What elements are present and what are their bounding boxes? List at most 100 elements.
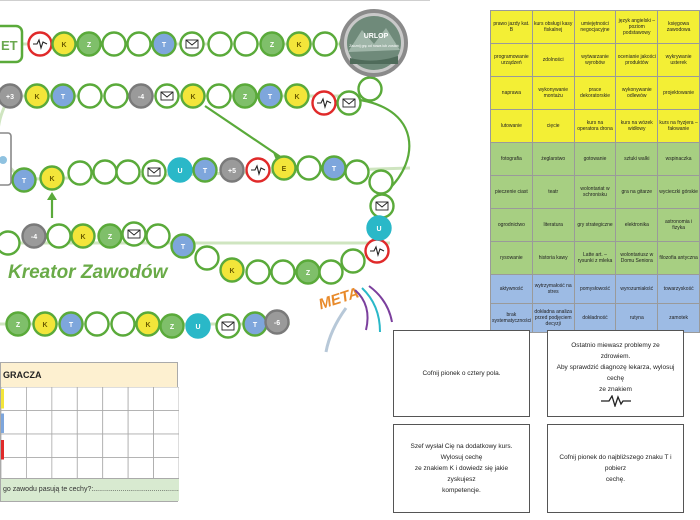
trait-card[interactable]: teatr: [531, 175, 575, 209]
field-circle: [284, 83, 310, 109]
board-field: [340, 248, 366, 274]
player-sheet-cell[interactable]: [76, 387, 104, 411]
trait-card[interactable]: księgowa zawodowa: [657, 10, 700, 44]
trait-card[interactable]: pomysłowość: [573, 274, 617, 304]
trait-card[interactable]: żeglarstwo: [531, 142, 575, 176]
trait-card[interactable]: gotowanie: [573, 142, 617, 176]
trait-card[interactable]: umiejętności negocjacyjne: [573, 10, 617, 44]
trait-card[interactable]: wytrzymałość na stres: [531, 274, 575, 304]
trait-card[interactable]: filozofia antyczna: [657, 241, 700, 275]
trait-card[interactable]: pieczenie ciast: [490, 175, 533, 209]
trait-card[interactable]: sztuki walki: [615, 142, 659, 176]
trait-card[interactable]: wykrywanie usterek: [657, 43, 700, 77]
board-field: [245, 157, 271, 183]
field-circle: [126, 31, 152, 57]
trait-card[interactable]: rysowanie: [490, 241, 533, 275]
trait-card[interactable]: kurs na operatora drona: [573, 109, 617, 143]
trait-card[interactable]: rutyna: [615, 303, 659, 333]
player-sheet-cell[interactable]: [26, 387, 53, 411]
trait-card[interactable]: kurs na wózek widłowy: [615, 109, 659, 143]
trait-card[interactable]: gra na gitarze: [615, 175, 659, 209]
field-circle: [318, 259, 344, 285]
player-sheet-cell[interactable]: [1, 387, 27, 411]
trait-card[interactable]: aktywność: [490, 274, 533, 304]
field-circle: [145, 223, 171, 249]
board-field: [27, 31, 53, 57]
player-sheet-cell[interactable]: [127, 433, 154, 458]
trait-card[interactable]: elektronika: [615, 208, 659, 242]
trait-card[interactable]: Latte art. – rysunki z mleka: [573, 241, 617, 275]
trait-card[interactable]: ogrodnictwo: [490, 208, 533, 242]
trait-card[interactable]: wycieczki górskie: [657, 175, 700, 209]
field-circle: [185, 313, 211, 339]
player-sheet-cell[interactable]: [51, 387, 78, 411]
event-card-text: Cofnij pionek o cztery pola.: [422, 369, 501, 377]
player-sheet-cell[interactable]: [102, 433, 129, 458]
trait-card[interactable]: prace dekoratorskie: [573, 76, 617, 110]
field-circle: [207, 31, 233, 57]
trait-card[interactable]: wspinaczka: [657, 142, 700, 176]
board-field: [145, 223, 171, 249]
trait-card[interactable]: lutowanie: [490, 109, 533, 143]
field-circle: [170, 233, 196, 259]
trait-card[interactable]: wolontariat w schronisku: [573, 175, 617, 209]
trait-card[interactable]: ocenianie jakości produktów: [615, 43, 659, 77]
player-sheet-cell[interactable]: [102, 387, 129, 411]
player-sheet-cell[interactable]: [1, 410, 27, 435]
player-sheet-cell[interactable]: [1, 433, 27, 458]
trait-card[interactable]: wolontariusz w Domu Seniora: [615, 241, 659, 275]
trait-card[interactable]: zdolności: [531, 43, 575, 77]
board-field: K: [135, 311, 161, 337]
trait-card[interactable]: kurs obsługi kasy fiskalnej: [531, 10, 575, 44]
trait-card[interactable]: wykonywanie odlewów: [615, 76, 659, 110]
trait-card[interactable]: wytwarzanie wyrobów: [573, 43, 617, 77]
player-sheet-cell[interactable]: [51, 433, 78, 458]
trait-card[interactable]: dokładność: [573, 303, 617, 333]
player-sheet-cell[interactable]: [76, 410, 104, 435]
field-circle: [21, 223, 47, 249]
trait-card[interactable]: prawo jazdy kat. B: [490, 10, 533, 44]
trait-card[interactable]: literatura: [531, 208, 575, 242]
board-field: K: [24, 83, 50, 109]
field-label: U: [177, 168, 182, 175]
player-sheet-cell[interactable]: [153, 387, 179, 411]
trait-card[interactable]: kurs na fryzjera – fałowanie: [657, 109, 700, 143]
player-sheet-cell[interactable]: [127, 410, 154, 435]
board-field: [312, 31, 338, 57]
player-sheet: GRACZA go zawodu pasują te cechy?:......…: [0, 362, 179, 502]
player-sheet-cell[interactable]: [153, 410, 179, 435]
player-sheet-cell[interactable]: [153, 433, 179, 458]
trait-card[interactable]: cięcie: [531, 109, 575, 143]
trait-card[interactable]: dokładna analiza przed podjęciem decyzji: [531, 303, 575, 333]
board-field: T: [257, 83, 283, 109]
board-field: [126, 31, 152, 57]
trait-card[interactable]: brak systematyczności: [490, 303, 533, 333]
field-circle: [233, 31, 259, 57]
trait-card[interactable]: historia kawy: [531, 241, 575, 275]
trait-card[interactable]: język angielski – poziom podstawowy: [615, 10, 659, 44]
trait-card[interactable]: wyrozumiałość: [615, 274, 659, 304]
trait-card[interactable]: gry strategiczne: [573, 208, 617, 242]
player-sheet-cell[interactable]: [76, 433, 104, 458]
trait-card[interactable]: naprawa: [490, 76, 533, 110]
trait-card[interactable]: towarzyskość: [657, 274, 700, 304]
player-sheet-cell[interactable]: [102, 410, 129, 435]
player-sheet-cell[interactable]: [127, 387, 154, 411]
trait-card[interactable]: projektowanie: [657, 76, 700, 110]
event-card-back-four: Cofnij pionek o cztery pola.: [393, 330, 530, 417]
trait-card[interactable]: wykonywanie montażu: [531, 76, 575, 110]
trait-card[interactable]: fotografia: [490, 142, 533, 176]
player-sheet-cell[interactable]: [51, 410, 78, 435]
player-sheet-cell[interactable]: [26, 410, 53, 435]
field-label: K: [80, 234, 85, 241]
photo-ground: [350, 56, 398, 64]
trait-card[interactable]: astronomia i fizyka: [657, 208, 700, 242]
board-field: K: [219, 257, 245, 283]
trait-card[interactable]: zamotek: [657, 303, 700, 333]
field-label: -4: [31, 234, 37, 241]
trait-card[interactable]: programowanie urządzeń: [490, 43, 533, 77]
player-sheet-cell[interactable]: [26, 433, 53, 458]
field-label: E: [282, 166, 287, 173]
